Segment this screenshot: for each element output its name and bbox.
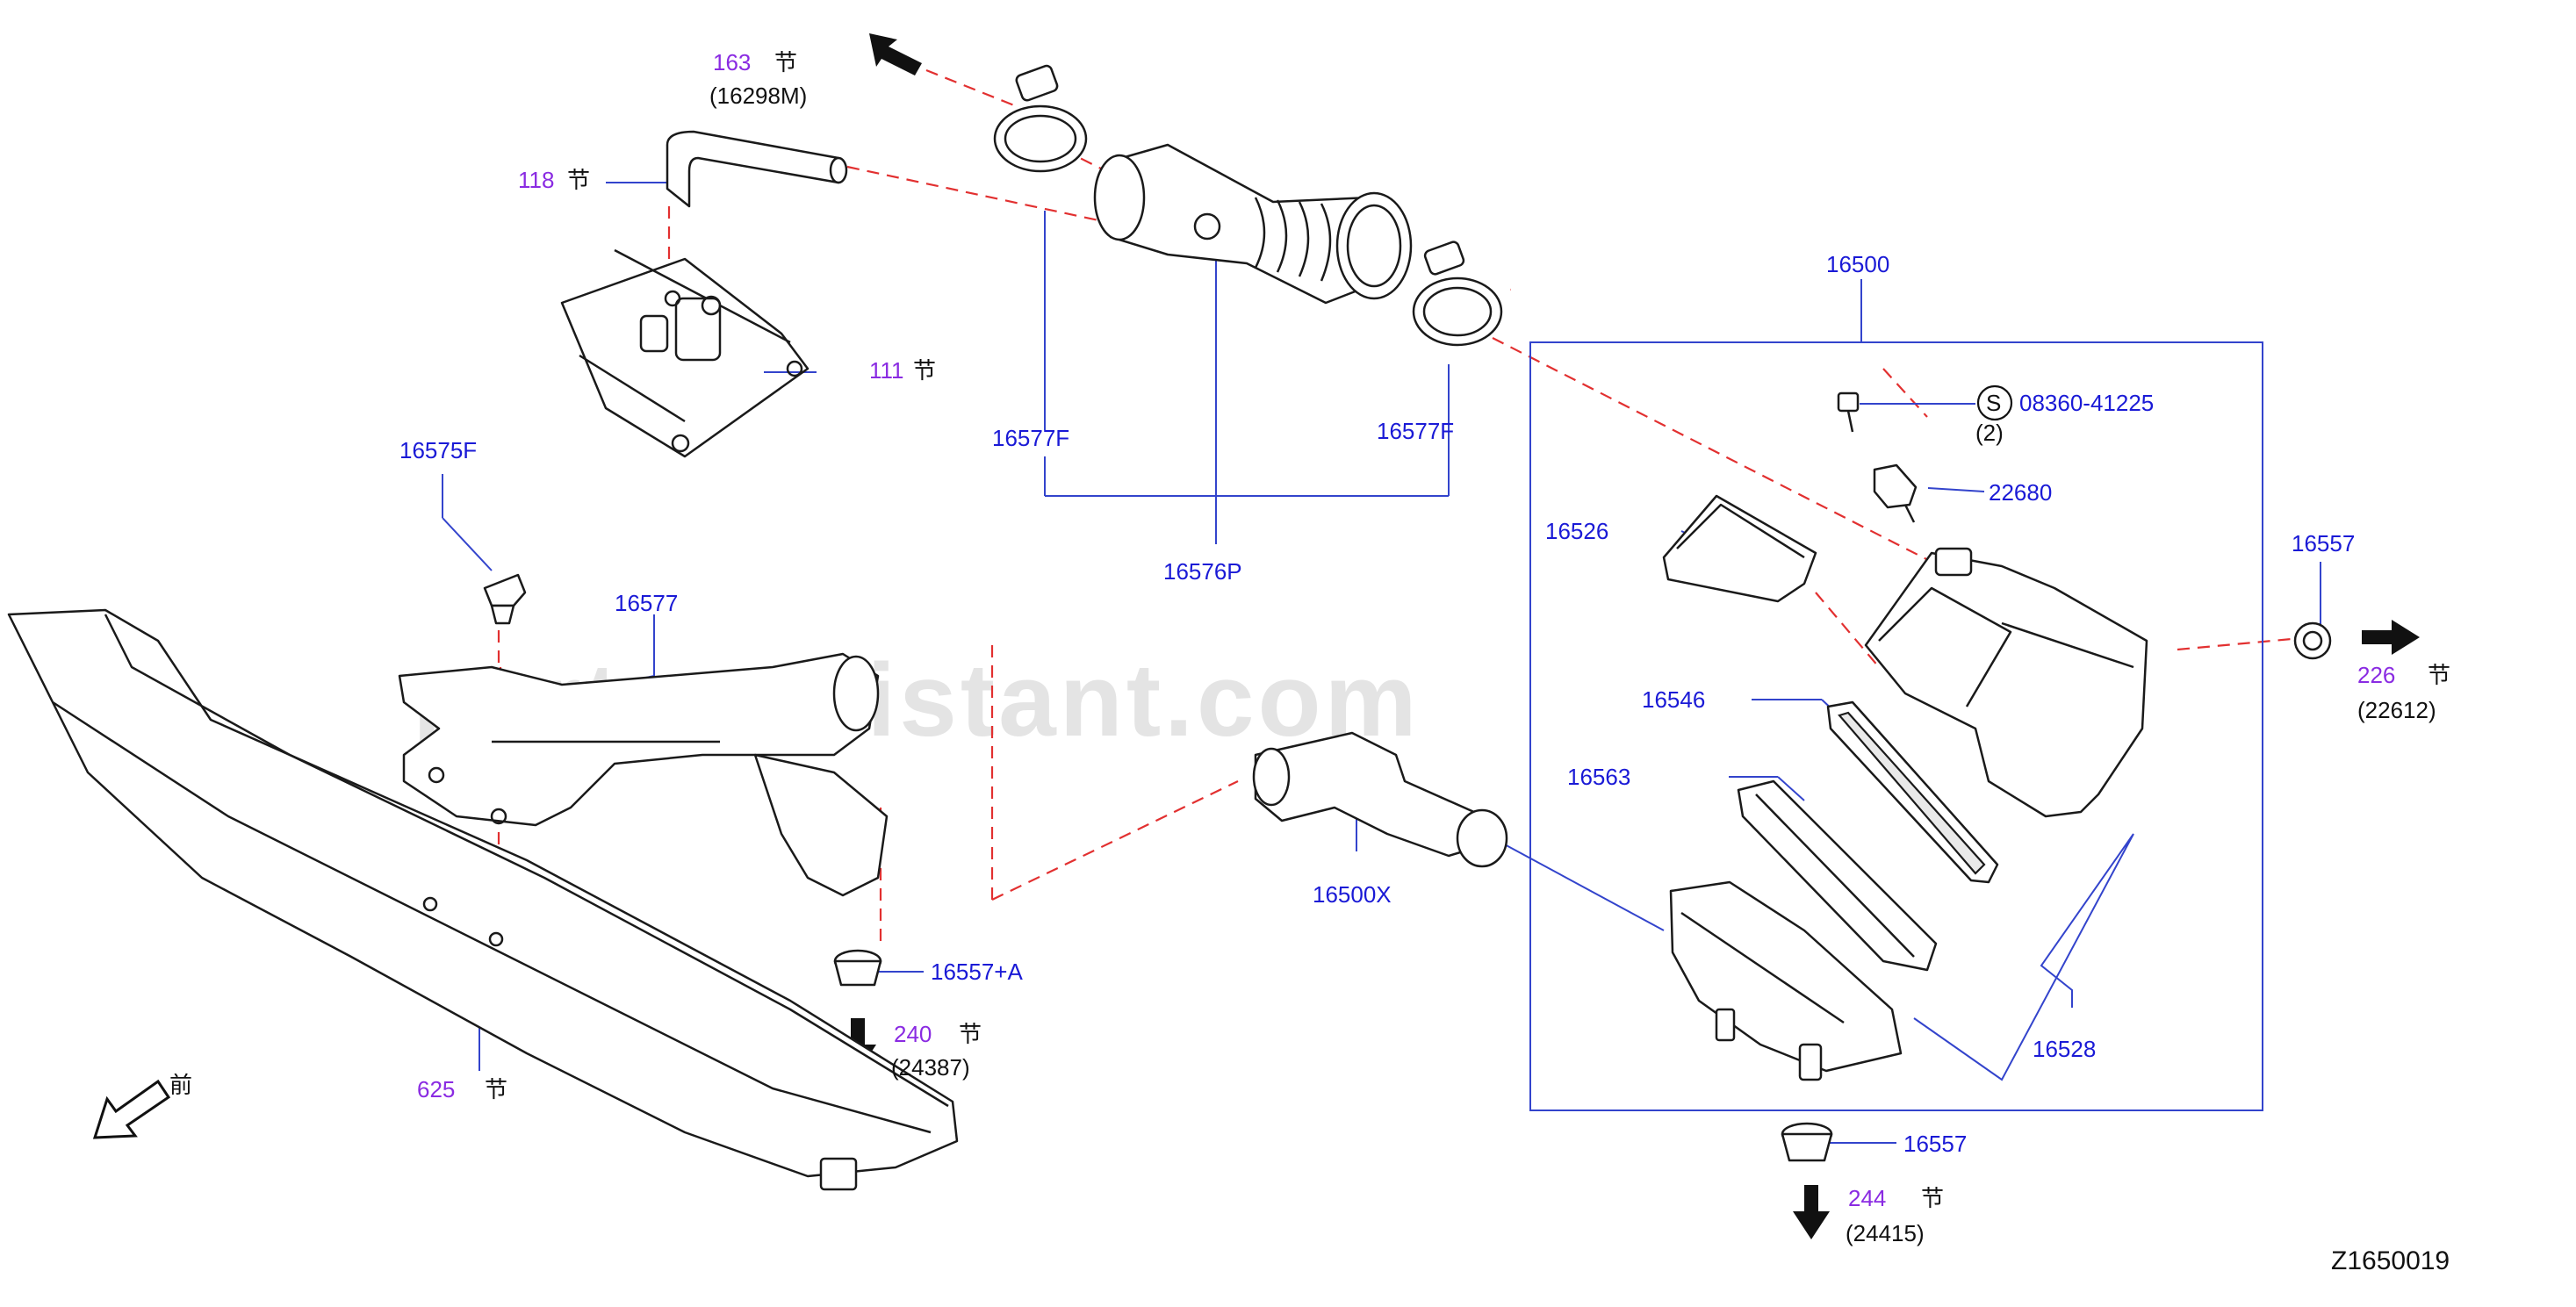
air-duct-bellows-hose <box>1093 143 1413 305</box>
grommet-right <box>2293 621 2332 660</box>
section-ref-625[interactable]: 625 <box>417 1076 455 1102</box>
air-cleaner-cover-part <box>1662 494 1817 603</box>
section-symbol: 节 <box>1921 1186 1944 1212</box>
filter-holder <box>1737 779 1938 972</box>
s-badge-letter: S <box>1986 390 2001 416</box>
arrow-right-icon <box>2362 620 2420 655</box>
air-cleaner-lower-case <box>1669 880 1903 1081</box>
callout-625[interactable]: 625 节 <box>417 1076 507 1103</box>
part-label-16577F-left[interactable]: 16577F <box>992 425 1069 451</box>
grommet-16557A <box>833 949 882 987</box>
part-label-16563[interactable]: 16563 <box>1567 764 1630 790</box>
part-label-16528[interactable]: 16528 <box>2033 1036 2096 1062</box>
quantity-label: (2) <box>1975 420 2004 446</box>
ref-code-24387: (24387) <box>891 1054 970 1081</box>
section-symbol: 节 <box>959 1022 982 1048</box>
air-inlet-duct <box>398 652 889 897</box>
ref-code-22612: (22612) <box>2357 697 2436 723</box>
callout-111[interactable]: 111 节 <box>869 357 936 384</box>
air-cleaner-upper-case <box>1864 547 2148 818</box>
callout-118[interactable]: 118 节 <box>518 167 590 194</box>
pcv-hose <box>666 130 848 208</box>
radiator-core-support <box>7 608 959 1191</box>
front-label: 前 <box>169 1073 192 1099</box>
section-symbol: 节 <box>913 358 936 384</box>
part-label-16575F[interactable]: 16575F <box>399 437 477 463</box>
part-label-16577[interactable]: 16577 <box>615 590 678 616</box>
hose-clamp-upper <box>993 64 1088 173</box>
part-label-16557-right[interactable]: 16557 <box>2292 530 2355 557</box>
part-label-22680[interactable]: 22680 <box>1989 479 2052 506</box>
callout-240[interactable]: 240 节 (24387) <box>891 1021 982 1081</box>
part-label-16577F-right[interactable]: 16577F <box>1377 418 1454 444</box>
part-label-16557-bottom[interactable]: 16557 <box>1903 1131 1967 1157</box>
part-label-16500X[interactable]: 16500X <box>1313 881 1392 908</box>
part-label-08360-41225[interactable]: 08360-41225 <box>2019 390 2154 416</box>
grommet-bottom <box>1781 1122 1833 1162</box>
callout-226[interactable]: 226 节 (22612) <box>2357 662 2450 723</box>
push-clip <box>483 573 527 625</box>
ref-code-16298M: (16298M) <box>709 83 807 109</box>
valve-cover-part <box>560 248 809 458</box>
part-label-16526[interactable]: 16526 <box>1545 518 1608 544</box>
diagram-code: Z1650019 <box>2331 1246 2450 1275</box>
front-direction-arrow-icon <box>92 1079 171 1139</box>
callout-163[interactable]: 163 节 (16298M) <box>709 49 807 109</box>
part-label-16576P[interactable]: 16576P <box>1163 558 1242 585</box>
air-filter-element <box>1826 700 1999 884</box>
section-symbol: 节 <box>2428 663 2450 689</box>
section-ref-118[interactable]: 118 <box>518 167 554 193</box>
section-ref-240[interactable]: 240 <box>894 1021 932 1047</box>
section-ref-111[interactable]: 111 <box>869 357 904 384</box>
leader-lines <box>442 182 2321 1144</box>
arrow-up-left-icon <box>869 33 922 75</box>
part-label-16557A[interactable]: 16557+A <box>931 959 1023 985</box>
section-symbol: 节 <box>485 1077 507 1103</box>
ref-code-24415: (24415) <box>1846 1220 1925 1246</box>
hose-clamp-right <box>1412 241 1503 347</box>
bolt-08360 <box>1837 391 1860 433</box>
section-ref-163[interactable]: 163 <box>713 49 751 75</box>
s-badge-icon <box>1976 384 2013 421</box>
mass-airflow-sensor <box>1873 463 1918 523</box>
resonator-duct <box>1252 731 1508 868</box>
arrow-down-icon-244 <box>1793 1185 1830 1239</box>
section-symbol: 节 <box>774 50 797 76</box>
part-label-16500[interactable]: 16500 <box>1826 251 1889 277</box>
part-label-16546[interactable]: 16546 <box>1642 686 1705 713</box>
section-ref-244[interactable]: 244 <box>1848 1185 1886 1211</box>
section-symbol: 节 <box>567 168 590 194</box>
section-ref-226[interactable]: 226 <box>2357 662 2395 688</box>
callout-244[interactable]: 244 节 (24415) <box>1846 1185 1944 1246</box>
callout-08360[interactable]: S 08360-41225 (2) <box>1975 384 2154 446</box>
